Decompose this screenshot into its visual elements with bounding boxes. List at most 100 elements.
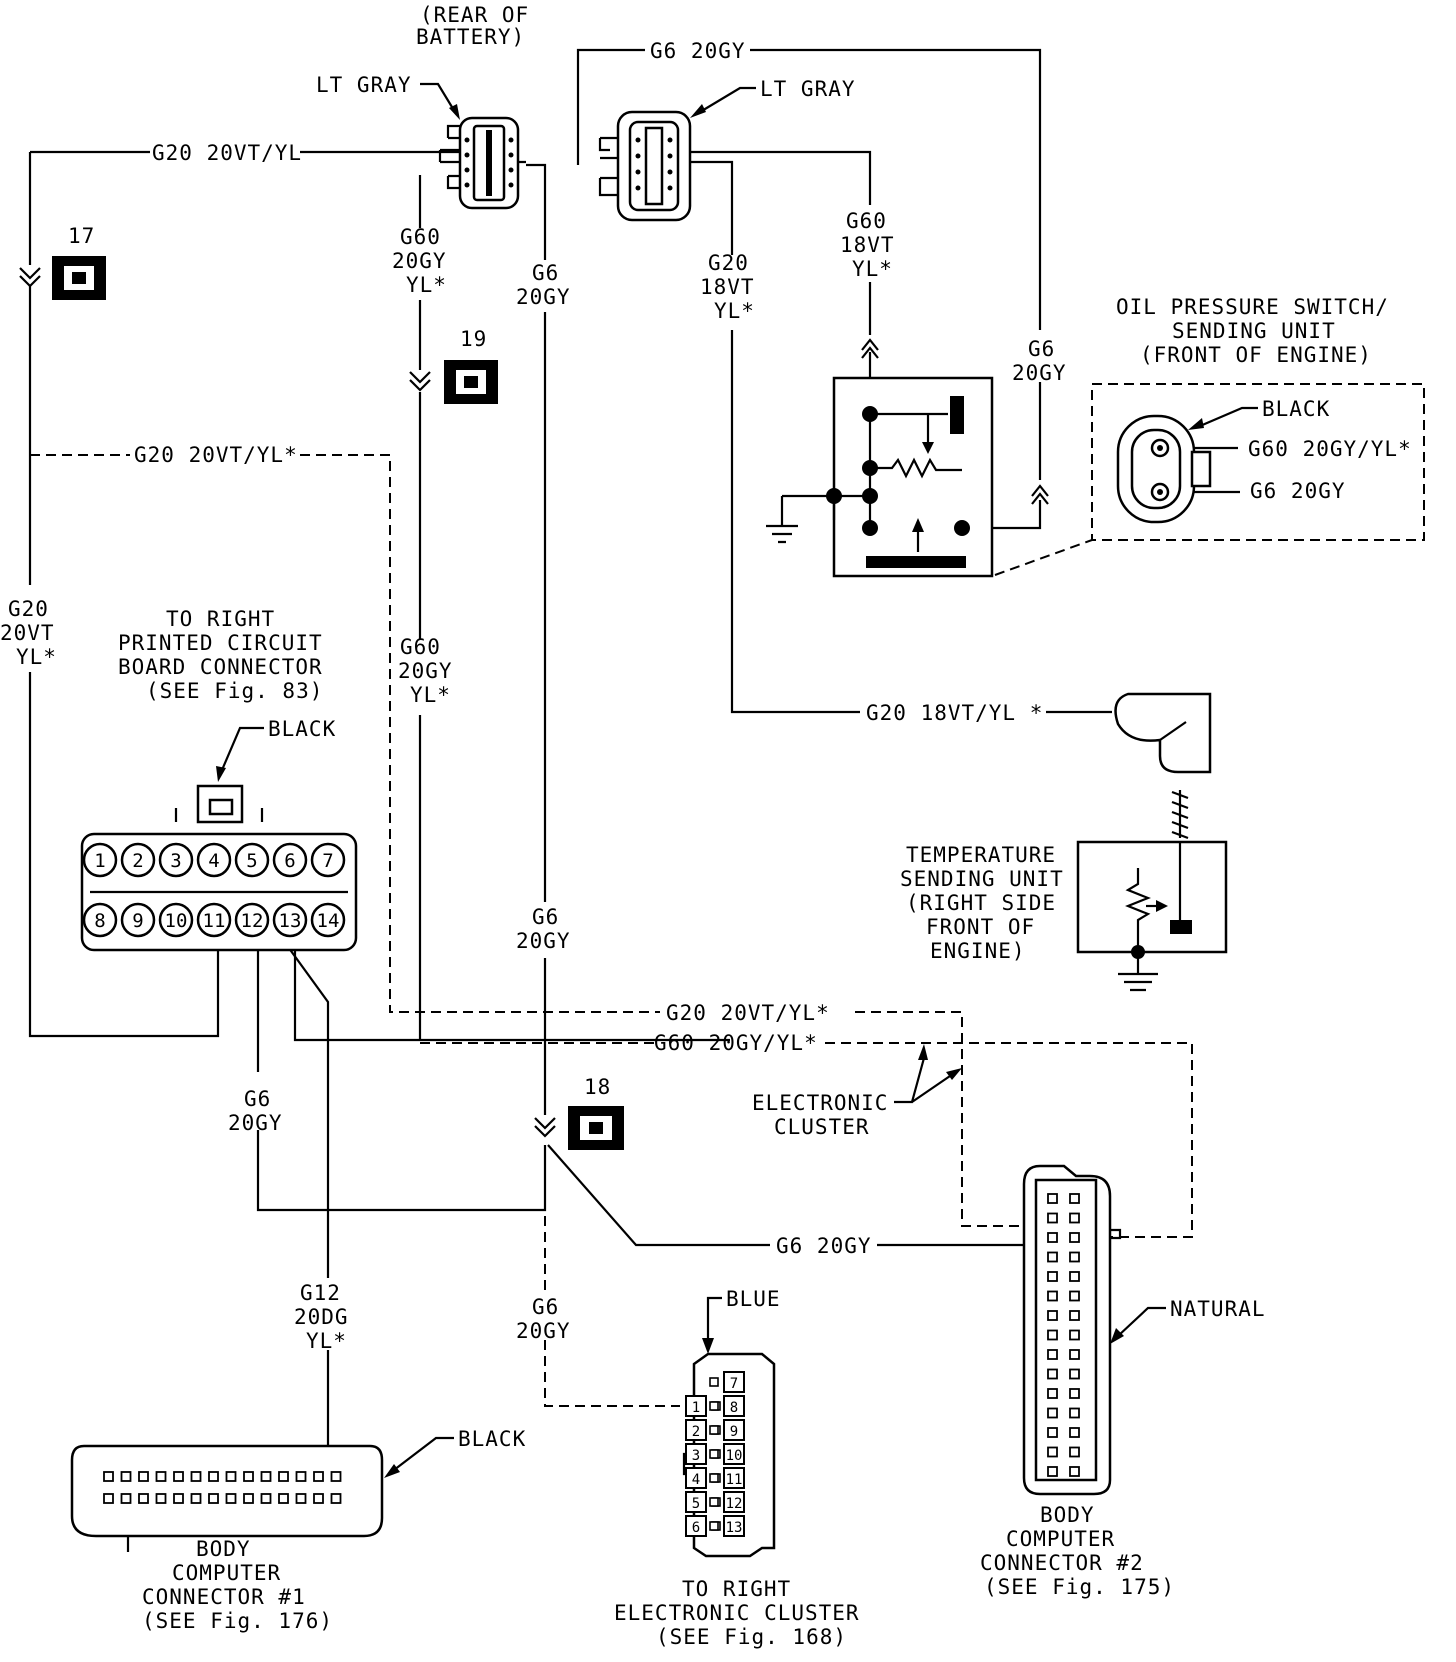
wire-g60-lower-2: 20GY xyxy=(398,659,453,683)
oil-title-1: OIL PRESSURE SWITCH/ xyxy=(1116,295,1389,319)
pcb-pin-label: 4 xyxy=(208,850,219,872)
pcb-pin-label: 7 xyxy=(322,850,333,872)
wire-g20-dashed: G20 20VT/YL* xyxy=(134,443,298,467)
cluster-pin-label: 3 xyxy=(692,1448,700,1464)
electronic-cluster-1: ELECTRONIC xyxy=(752,1091,888,1115)
bc1-cavity xyxy=(295,1471,307,1482)
bc1-cavity xyxy=(190,1493,202,1504)
bc2-cavity xyxy=(1047,1329,1058,1341)
elec-cluster-leader xyxy=(894,1057,951,1104)
wire-g6-middle-2: 20GY xyxy=(516,929,571,953)
oil-pressure-switch xyxy=(1091,383,1425,541)
temp-title-5: ENGINE) xyxy=(930,939,1026,963)
bc2-cavity xyxy=(1069,1193,1080,1204)
rear-battery-color: LT GRAY xyxy=(316,73,412,97)
bc2-cavity xyxy=(1069,1446,1080,1458)
bc2-title-1: BODY xyxy=(1040,1503,1095,1527)
pcb-pin-label: 10 xyxy=(165,910,188,932)
bc2-pins xyxy=(1047,1193,1080,1477)
pcb-pin-12 xyxy=(234,902,270,938)
splice-19-block xyxy=(409,360,498,404)
oil-color: BLACK xyxy=(1262,397,1330,421)
dashed-wires xyxy=(30,454,1193,1407)
bc1-leader xyxy=(393,1436,454,1471)
cluster-title-3: (SEE Fig. 168) xyxy=(656,1625,847,1649)
pcb-pin-5 xyxy=(234,842,270,878)
bc2-cavity xyxy=(1069,1407,1080,1419)
bc2-title-4: (SEE Fig. 175) xyxy=(984,1575,1175,1599)
bc1-cavity xyxy=(138,1471,149,1482)
wire-g20-18-1: G20 xyxy=(708,251,749,275)
pcb-color: BLACK xyxy=(268,717,336,741)
bc1-title-4: (SEE Fig. 176) xyxy=(142,1609,333,1633)
cluster-pin-9 xyxy=(723,1419,745,1441)
bc2-cavity xyxy=(1069,1271,1080,1282)
bc2-title-2: COMPUTER xyxy=(1006,1527,1115,1551)
bc2-cavity xyxy=(1069,1427,1080,1438)
rear-battery-leader xyxy=(420,82,456,113)
oil-color-arrow xyxy=(1188,418,1204,430)
wire-left-vertical-3: YL* xyxy=(16,645,57,669)
cluster-pin-label: 6 xyxy=(692,1520,700,1536)
elec-cluster-arrow-2 xyxy=(946,1068,962,1080)
cluster-pin-label: 5 xyxy=(692,1496,700,1512)
pcb-pin-7 xyxy=(310,842,346,878)
wire-g20-18-3: YL* xyxy=(714,299,755,323)
cluster-pin-label: 13 xyxy=(726,1520,743,1536)
bc1-cavity xyxy=(120,1493,132,1504)
bc2-arrow xyxy=(1110,1328,1124,1344)
bc2-cavity xyxy=(1047,1310,1058,1321)
cluster-pin-label: 9 xyxy=(730,1424,738,1440)
wire-left-vertical-2: 20VT xyxy=(0,621,55,645)
wire-g60-18-2: 18VT xyxy=(840,233,895,257)
top-right-leader xyxy=(699,86,756,113)
oil-gauge-relay xyxy=(766,376,994,578)
wire-g20-bottom-dashed: G20 20VT/YL* xyxy=(666,1001,830,1025)
bc1-cavity xyxy=(260,1493,272,1504)
pcb-pin-11 xyxy=(196,902,232,938)
bc1-cavity xyxy=(243,1471,254,1482)
wire-g6-cluster-2: 20GY xyxy=(516,1319,571,1343)
cluster-cavity xyxy=(709,1521,719,1531)
cluster-pin-7 xyxy=(723,1371,745,1393)
electronic-cluster-2: CLUSTER xyxy=(774,1115,870,1139)
pcb-color-leader xyxy=(220,726,264,771)
oil-title-3: (FRONT OF ENGINE) xyxy=(1140,343,1372,367)
bc2-cavity xyxy=(1047,1251,1058,1263)
bc2-cavity xyxy=(1069,1290,1080,1302)
cluster-pin-label: 12 xyxy=(726,1496,743,1512)
pcb-color-arrow xyxy=(216,766,226,782)
wire-g20-vt-yl: G20 20VT/YL xyxy=(152,141,302,165)
bc1-title-3: CONNECTOR #1 xyxy=(142,1585,306,1609)
cluster-pin-1 xyxy=(685,1395,707,1417)
cluster-pin-label: 2 xyxy=(692,1424,700,1440)
bc1-cavity xyxy=(260,1471,272,1482)
bc2-cavity xyxy=(1047,1466,1058,1477)
wire-g60-lower-1: G60 xyxy=(400,635,441,659)
temperature-sending-unit xyxy=(1076,692,1228,992)
bc2-cavity xyxy=(1069,1212,1080,1224)
pcb-title-4: (SEE Fig. 83) xyxy=(146,679,323,703)
cluster-pin-13 xyxy=(723,1515,745,1537)
bc1-cavity xyxy=(155,1471,167,1482)
pcb-title-3: BOARD CONNECTOR xyxy=(118,655,323,679)
bc2-cavity xyxy=(1069,1310,1080,1321)
bc2-cavity xyxy=(1069,1388,1080,1399)
temp-title-4: FRONT OF xyxy=(926,915,1035,939)
wire-labels: G6 20GY G20 20VT/YL G20 20VT/YL* G20 20V… xyxy=(0,39,1067,1353)
cluster-pin-11 xyxy=(723,1467,745,1489)
temp-title-3: (RIGHT SIDE xyxy=(906,891,1056,915)
pcb-title-1: TO RIGHT xyxy=(166,607,275,631)
bc1-cavity xyxy=(173,1493,184,1504)
cluster-pin-8 xyxy=(723,1395,745,1417)
bc2-title-3: CONNECTOR #2 xyxy=(980,1551,1144,1575)
bc2-cavity xyxy=(1069,1251,1080,1263)
pcb-pin-14 xyxy=(310,902,346,938)
rear-battery-arrow xyxy=(449,104,460,120)
cluster-arrow xyxy=(702,1338,714,1354)
bc1-cavity xyxy=(208,1493,219,1504)
wire-g6-right-2: 20GY xyxy=(1012,361,1067,385)
oil-wire-2: G6 20GY xyxy=(1250,479,1346,503)
pcb-pin-label: 13 xyxy=(279,910,302,932)
